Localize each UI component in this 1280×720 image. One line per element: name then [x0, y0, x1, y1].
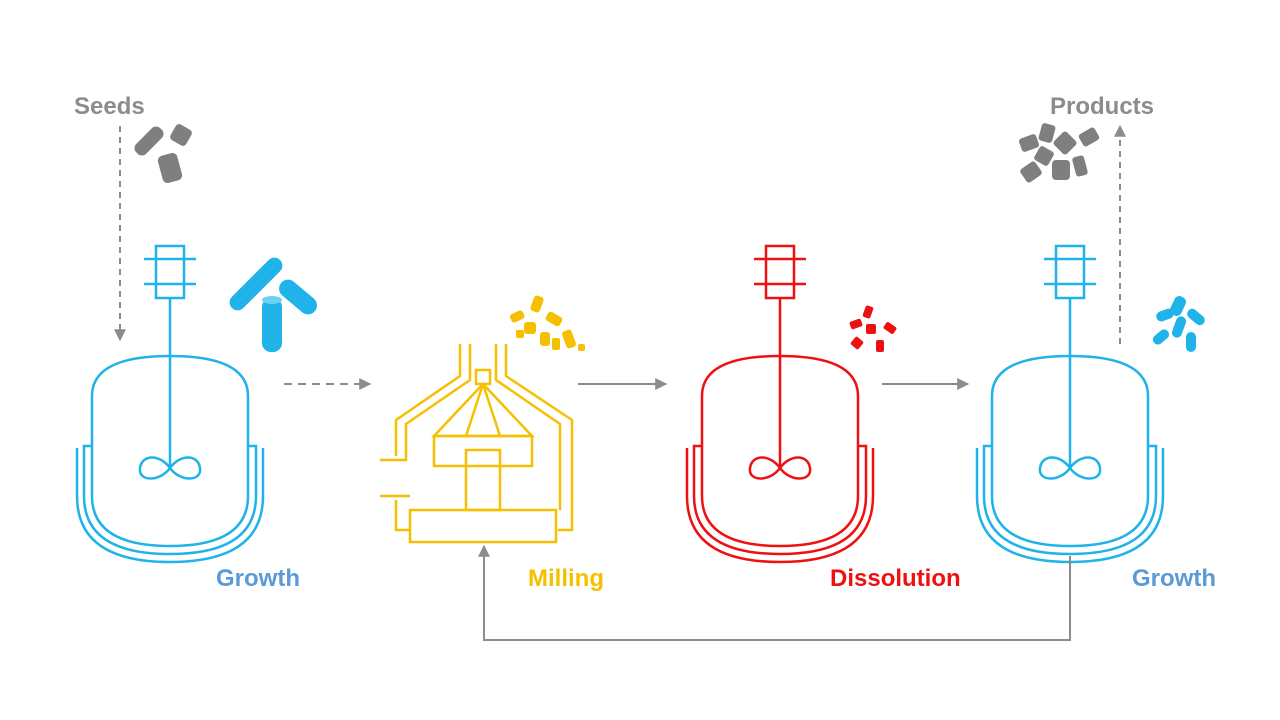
- growth-reactor-right: [975, 244, 1165, 564]
- product-crystals-icon: [1018, 123, 1100, 183]
- crystals-milling-icon: [509, 295, 585, 351]
- milling-label: Milling: [528, 565, 604, 592]
- growth-right-label: Growth: [1132, 565, 1216, 592]
- crystals-dissolution-icon: [849, 305, 897, 352]
- crystals-growth-right-icon: [1152, 296, 1205, 352]
- mill-icon: [380, 344, 574, 544]
- growth-left-label: Growth: [216, 565, 300, 592]
- growth-reactor-left: [75, 244, 265, 564]
- recycle-arrow: [478, 544, 1071, 641]
- seeds-label: Seeds: [74, 93, 145, 120]
- products-label: Products: [1050, 93, 1154, 120]
- seed-crystals-icon: [134, 124, 192, 183]
- dissolution-label: Dissolution: [830, 565, 961, 592]
- crystals-growth-left-icon: [229, 257, 317, 352]
- dissolution-reactor: [685, 244, 875, 564]
